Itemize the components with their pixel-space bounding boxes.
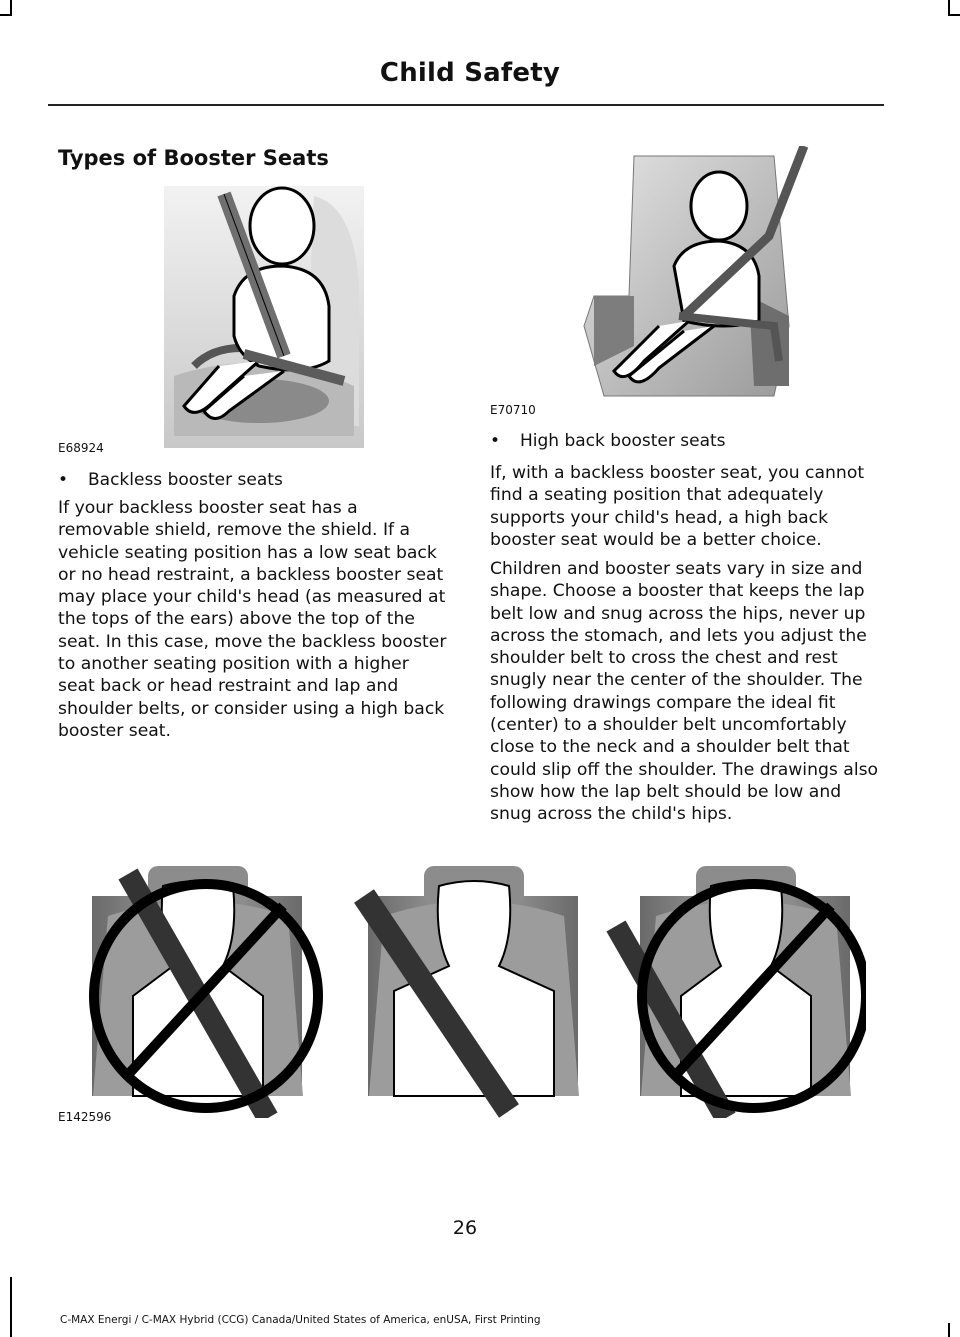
bullet-backless: • Backless booster seats	[58, 470, 283, 490]
figure-code-backless: E68924	[58, 441, 104, 455]
crop-mark	[948, 14, 960, 16]
crop-mark	[948, 1323, 950, 1337]
crop-mark	[10, 0, 12, 16]
header-divider	[48, 104, 884, 106]
page-number: 26	[452, 1217, 478, 1239]
bullet-backless-label: Backless booster seats	[88, 470, 283, 490]
figure-code-fit: E142596	[58, 1110, 112, 1124]
belt-fit-comparison-illustration	[88, 856, 871, 1124]
section-title: Types of Booster Seats	[58, 146, 329, 170]
bullet-highback: • High back booster seats	[490, 431, 726, 451]
highback-paragraph-1: If, with a backless booster seat, you ca…	[490, 463, 865, 550]
backless-paragraph: If your backless booster seat has a remo…	[58, 498, 447, 741]
bullet-dot: •	[490, 431, 501, 451]
page-header-title: Child Safety	[379, 58, 560, 88]
bullet-dot: •	[58, 470, 69, 490]
figure-code-highback: E70710	[490, 403, 536, 417]
footer-text: C-MAX Energi / C-MAX Hybrid (CCG) Canada…	[60, 1314, 541, 1326]
highback-paragraph-2: Children and booster seats vary in size …	[490, 559, 879, 825]
crop-mark	[10, 1277, 12, 1337]
high-back-booster-illustration	[574, 144, 810, 404]
bullet-highback-label: High back booster seats	[520, 431, 726, 451]
crop-mark	[948, 0, 950, 16]
backless-booster-illustration	[164, 186, 364, 448]
crop-mark	[0, 14, 12, 16]
